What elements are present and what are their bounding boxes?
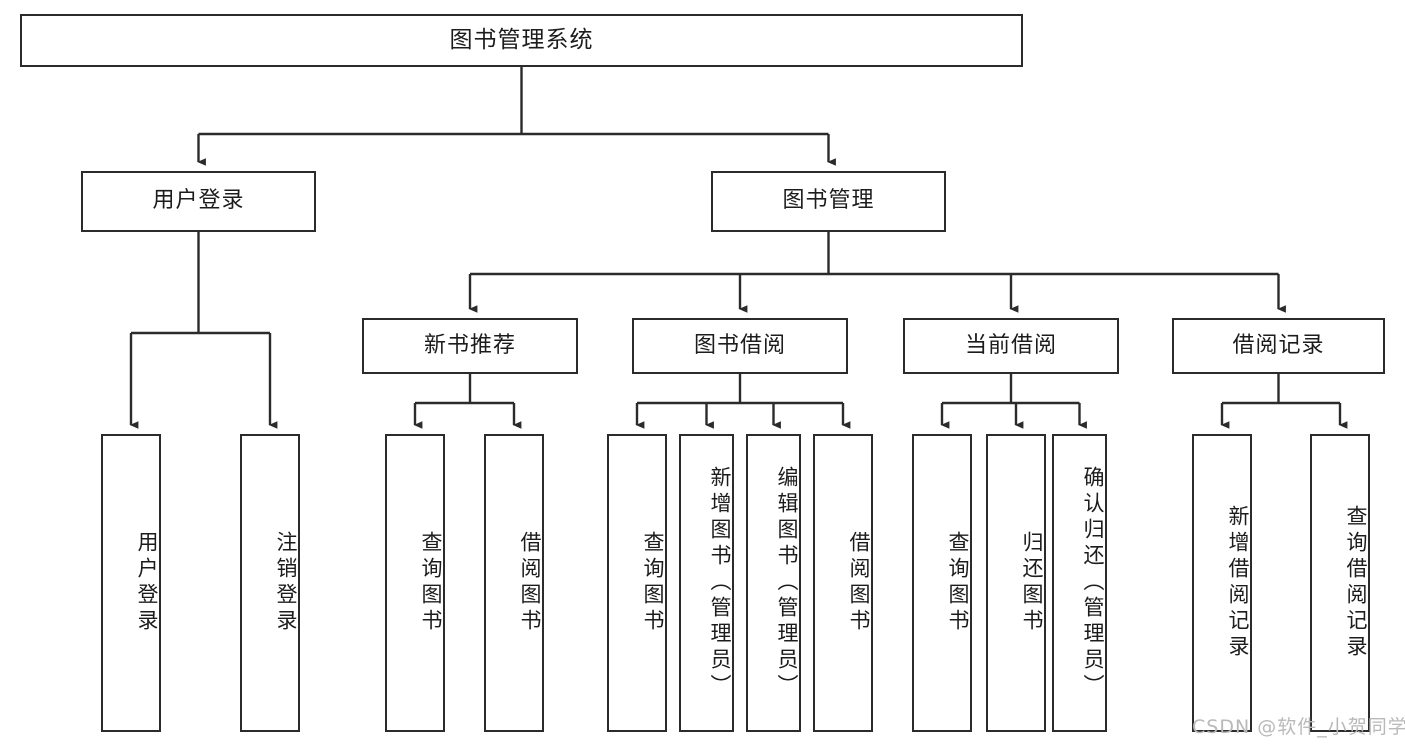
node-label: 借阅记录 (1232, 332, 1325, 358)
node-leaf-query-book-3[interactable]: 查询图书 (912, 434, 972, 732)
node-label: 借阅图书 (518, 531, 542, 635)
node-leaf-logout[interactable]: 注销登录 (240, 434, 300, 732)
node-book-manage[interactable]: 图书管理 (711, 171, 946, 232)
node-leaf-borrow-book-1[interactable]: 借阅图书 (484, 434, 544, 732)
node-label: 注销登录 (274, 531, 298, 635)
node-current-borrow[interactable]: 当前借阅 (903, 318, 1119, 374)
node-label: 确认归还（管理员） (1081, 466, 1105, 700)
node-label: 归还图书 (1020, 531, 1044, 635)
node-borrow-record[interactable]: 借阅记录 (1172, 318, 1385, 374)
node-label: 借阅图书 (847, 531, 871, 635)
node-label: 查询图书 (641, 531, 665, 635)
node-label: 查询图书 (419, 531, 443, 635)
node-label: 查询图书 (946, 531, 970, 635)
node-leaf-confirm-return[interactable]: 确认归还（管理员） (1052, 434, 1107, 732)
node-label: 用户登录 (152, 188, 245, 214)
node-root[interactable]: 图书管理系统 (20, 14, 1023, 67)
node-label: 新增图书（管理员） (708, 466, 732, 700)
node-leaf-query-book-1[interactable]: 查询图书 (385, 434, 445, 732)
node-leaf-add-record[interactable]: 新增借阅记录 (1192, 434, 1252, 732)
node-label: 查询借阅记录 (1344, 505, 1368, 661)
node-leaf-user-login[interactable]: 用户登录 (101, 434, 161, 732)
node-leaf-borrow-book-2[interactable]: 借阅图书 (813, 434, 873, 732)
node-leaf-query-book-2[interactable]: 查询图书 (607, 434, 667, 732)
watermark: CSDN @软件_小贺同学 (1192, 716, 1405, 738)
node-book-borrow[interactable]: 图书借阅 (632, 318, 848, 374)
node-user-login[interactable]: 用户登录 (81, 171, 316, 232)
node-label: 当前借阅 (964, 332, 1057, 358)
node-label: 编辑图书（管理员） (775, 466, 799, 700)
node-leaf-edit-book[interactable]: 编辑图书（管理员） (746, 434, 801, 732)
node-leaf-query-record[interactable]: 查询借阅记录 (1310, 434, 1370, 732)
node-label: 图书管理系统 (449, 26, 594, 53)
node-leaf-return-book[interactable]: 归还图书 (986, 434, 1046, 732)
node-label: 新书推荐 (423, 332, 516, 358)
node-label: 图书借阅 (693, 332, 786, 358)
node-new-book-rec[interactable]: 新书推荐 (362, 318, 578, 374)
node-label: 图书管理 (782, 188, 875, 214)
node-label: 用户登录 (135, 531, 159, 635)
node-label: 新增借阅记录 (1226, 505, 1250, 661)
node-leaf-add-book[interactable]: 新增图书（管理员） (679, 434, 734, 732)
